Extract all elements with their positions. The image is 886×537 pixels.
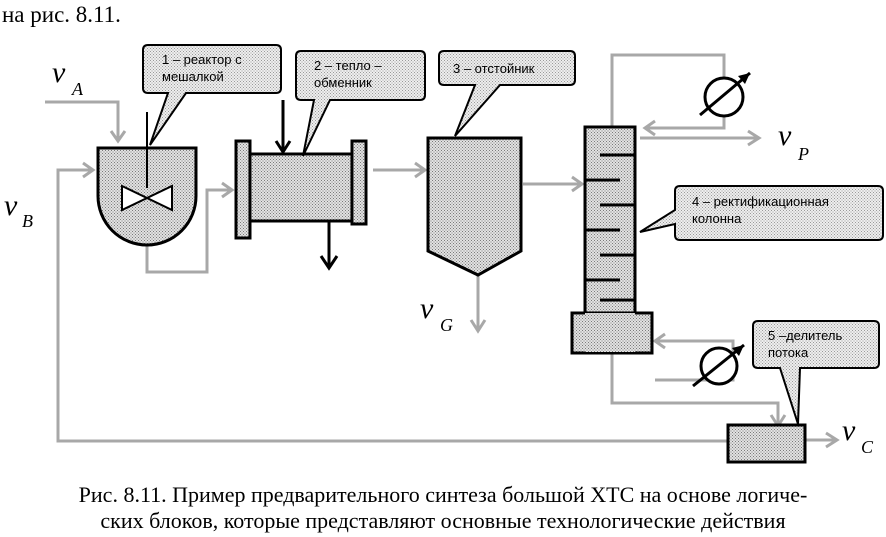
caption-line-1: Рис. 8.11. Пример предварительного синте… bbox=[78, 482, 808, 507]
svg-text:v: v bbox=[842, 414, 856, 447]
arrow-c-out bbox=[825, 431, 840, 449]
callout-splitter: 5 –делитель потока bbox=[752, 320, 880, 425]
callout-column-line1: 4 – ректификационная bbox=[692, 194, 829, 209]
svg-text:v: v bbox=[4, 189, 18, 222]
arrow-into-column bbox=[571, 175, 585, 193]
stream-label-c: v C bbox=[842, 414, 874, 457]
callout-reactor: 1 – реактор с мешалкой bbox=[142, 44, 282, 146]
arrow-into-reboiler bbox=[652, 332, 666, 350]
flow-line-recycle bbox=[56, 168, 728, 443]
bottom-pump-icon bbox=[692, 343, 745, 388]
settler bbox=[426, 136, 523, 277]
top-pump-icon bbox=[699, 71, 751, 118]
callout-heat-exchanger: 2 – тепло – обменник bbox=[295, 50, 426, 157]
callout-reactor-line1: 1 – реактор с bbox=[162, 52, 242, 67]
heat-exchanger bbox=[234, 100, 368, 271]
callout-column: 4 – ректификационная колонна bbox=[639, 185, 884, 241]
rectification-column bbox=[570, 125, 654, 355]
arrow-g-out bbox=[469, 319, 487, 334]
callout-splitter-line1: 5 –делитель bbox=[768, 328, 842, 343]
arrow-p-out bbox=[747, 129, 762, 147]
arrow-into-hx bbox=[221, 181, 235, 199]
flow-line-a bbox=[45, 100, 120, 140]
svg-text:P: P bbox=[797, 144, 809, 164]
flow-line-bottoms bbox=[610, 352, 780, 425]
callout-column-line2: колонна bbox=[692, 211, 742, 226]
arrow-into-reactor bbox=[109, 130, 127, 144]
svg-text:G: G bbox=[440, 315, 453, 335]
svg-text:v: v bbox=[52, 56, 66, 89]
callout-settler: 3 – отстойник bbox=[438, 50, 576, 137]
stream-label-p: v P bbox=[778, 119, 809, 164]
flow-splitter bbox=[726, 423, 807, 464]
svg-text:C: C bbox=[861, 437, 874, 457]
svg-text:v: v bbox=[778, 119, 792, 152]
svg-text:A: A bbox=[71, 79, 84, 99]
arrow-into-settler bbox=[414, 161, 428, 179]
svg-text:2 – тепло –обменник: 2 – тепло – обменник bbox=[314, 58, 382, 90]
stream-label-b: v B bbox=[4, 189, 33, 231]
callout-hx-line2: обменник bbox=[314, 75, 372, 90]
svg-text:v: v bbox=[420, 292, 434, 325]
arrow-recycle-into-reactor bbox=[82, 161, 96, 179]
flow-arrows bbox=[82, 119, 840, 449]
stream-label-a: v A bbox=[52, 56, 84, 99]
callout-settler-line1: 3 – отстойник bbox=[453, 61, 535, 76]
stream-label-g: v G bbox=[420, 292, 453, 335]
callout-splitter-line2: потока bbox=[768, 345, 809, 360]
arrow-into-column-top bbox=[642, 119, 656, 137]
reactor bbox=[96, 112, 198, 247]
callout-hx-line1: 2 – тепло – bbox=[314, 58, 382, 73]
top-text: на рис. 8.11. bbox=[2, 2, 121, 27]
svg-text:B: B bbox=[22, 211, 33, 231]
flow-line-column-top bbox=[610, 53, 726, 130]
flow-line-reactor-out bbox=[145, 188, 232, 274]
caption-line-2: ских блоков, которые представляют основн… bbox=[100, 508, 786, 533]
callout-reactor-line2: мешалкой bbox=[162, 69, 224, 84]
